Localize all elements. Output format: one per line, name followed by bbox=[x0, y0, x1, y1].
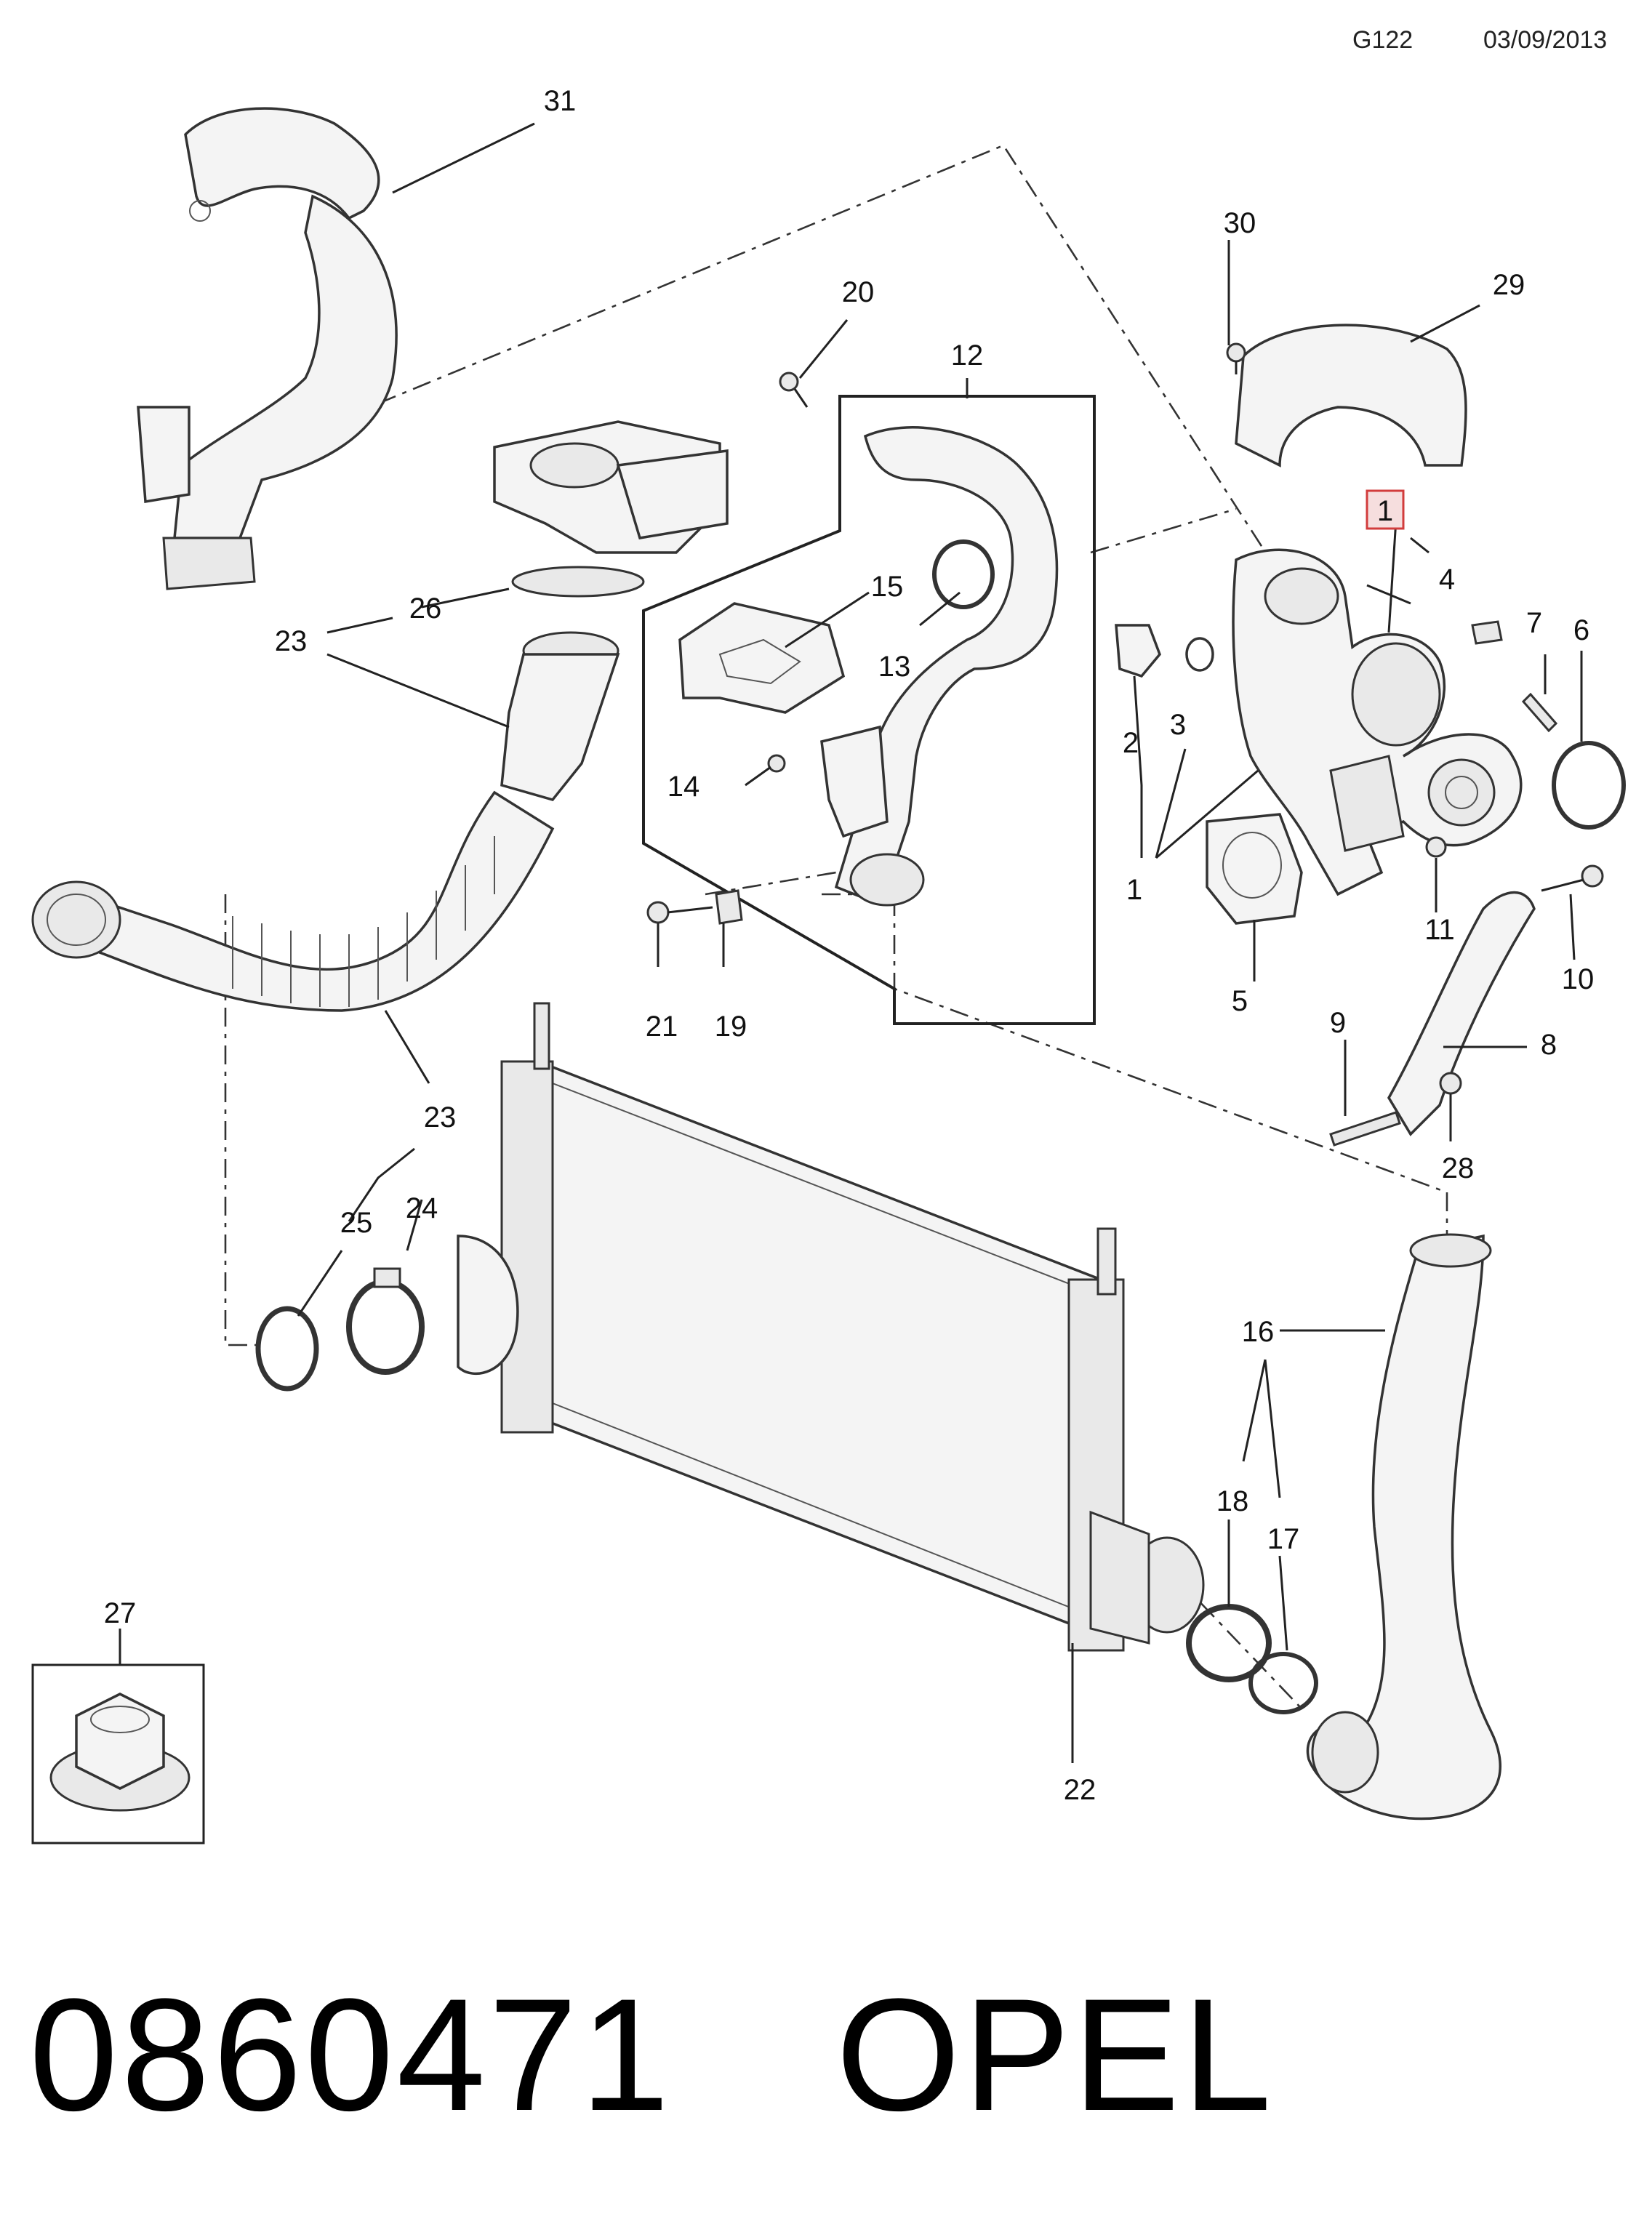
part-6-seal-ring bbox=[1552, 741, 1626, 830]
callout-10: 10 bbox=[1562, 963, 1595, 995]
footer-caption: 0860471 OPEL bbox=[29, 1963, 1275, 2147]
part-30-screw bbox=[1226, 342, 1246, 374]
callout-26: 26 bbox=[409, 593, 442, 625]
callout-8: 8 bbox=[1541, 1029, 1557, 1061]
callout-4: 4 bbox=[1439, 563, 1455, 595]
diagram-code: G122 bbox=[1352, 26, 1414, 54]
part-4-clip bbox=[1471, 620, 1503, 645]
callout-29: 29 bbox=[1493, 269, 1525, 301]
part-12-charge-pipe bbox=[834, 426, 1059, 907]
callout-27: 27 bbox=[104, 1597, 137, 1629]
brand-name: OPEL bbox=[835, 1965, 1275, 2144]
callout-5: 5 bbox=[1232, 985, 1248, 1017]
part-1-turbocharger bbox=[1232, 548, 1523, 896]
callout-19: 19 bbox=[715, 1011, 747, 1043]
callout-1-lower: 1 bbox=[1126, 874, 1142, 906]
part-2-fitting bbox=[1115, 624, 1161, 678]
callout-23-upper: 23 bbox=[275, 625, 308, 657]
part-29-turbo-heat-shield bbox=[1235, 324, 1467, 467]
callout-18: 18 bbox=[1216, 1485, 1249, 1517]
part-20-bolt bbox=[779, 372, 809, 408]
part-7-stud bbox=[1521, 692, 1558, 733]
callout-6: 6 bbox=[1573, 614, 1589, 646]
callout-12: 12 bbox=[951, 340, 984, 372]
part-12-bracket bbox=[820, 725, 889, 838]
callout-24: 24 bbox=[406, 1192, 438, 1224]
part-14-screw bbox=[767, 754, 786, 773]
part-22-intercooler bbox=[457, 1002, 1205, 1652]
callout-1-highlighted: 1 bbox=[1377, 495, 1393, 527]
callout-23-lower: 23 bbox=[424, 1101, 457, 1133]
part-21-bolt bbox=[646, 901, 713, 924]
callout-22: 22 bbox=[1064, 1774, 1096, 1806]
part-9-stud bbox=[1329, 1111, 1401, 1147]
callout-7: 7 bbox=[1526, 607, 1542, 639]
callout-13: 13 bbox=[878, 651, 911, 683]
part-19-clip bbox=[715, 889, 743, 925]
diagram-date: 03/09/2013 bbox=[1483, 26, 1608, 54]
part-3-washer bbox=[1185, 637, 1214, 672]
part-16-charge-air-hose bbox=[1306, 1233, 1501, 1820]
leader-lines bbox=[119, 122, 1583, 1763]
part-number: 0860471 bbox=[29, 1965, 673, 2144]
part-28-nut bbox=[1439, 1072, 1462, 1095]
callout-31: 31 bbox=[544, 85, 577, 117]
callout-11: 11 bbox=[1424, 914, 1455, 946]
callout-15: 15 bbox=[871, 571, 904, 603]
callout-9: 9 bbox=[1330, 1007, 1346, 1039]
part-10-bolt bbox=[1541, 864, 1604, 892]
part-17-18-clamp-seal bbox=[1186, 1604, 1318, 1714]
part-23-corrugated-hose bbox=[31, 631, 620, 1012]
callout-16: 16 bbox=[1242, 1316, 1275, 1348]
callout-2: 2 bbox=[1123, 727, 1139, 759]
part-27-nut-inset bbox=[31, 1663, 205, 1844]
callout-3: 3 bbox=[1170, 709, 1186, 741]
part-26-throttle-body bbox=[493, 420, 729, 598]
callout-28: 28 bbox=[1442, 1152, 1475, 1184]
callout-21: 21 bbox=[646, 1011, 678, 1043]
part-24-25-clamp-seal bbox=[255, 1267, 425, 1392]
callout-25: 25 bbox=[340, 1207, 373, 1239]
part-5-gasket bbox=[1206, 813, 1303, 925]
callout-14: 14 bbox=[667, 771, 700, 803]
part-15-heat-shield bbox=[678, 602, 846, 714]
part-8-support-bracket bbox=[1387, 891, 1536, 1136]
callout-20: 20 bbox=[842, 276, 875, 308]
callout-labels: 1 1 2 3 4 5 6 7 8 9 10 11 12 13 14 15 16… bbox=[104, 85, 1595, 1806]
callout-30: 30 bbox=[1224, 207, 1256, 239]
part-31-air-hose bbox=[137, 107, 398, 590]
callout-17: 17 bbox=[1267, 1523, 1300, 1555]
part-11-nut bbox=[1425, 836, 1447, 858]
callout-1-highlight-box bbox=[1366, 489, 1405, 530]
